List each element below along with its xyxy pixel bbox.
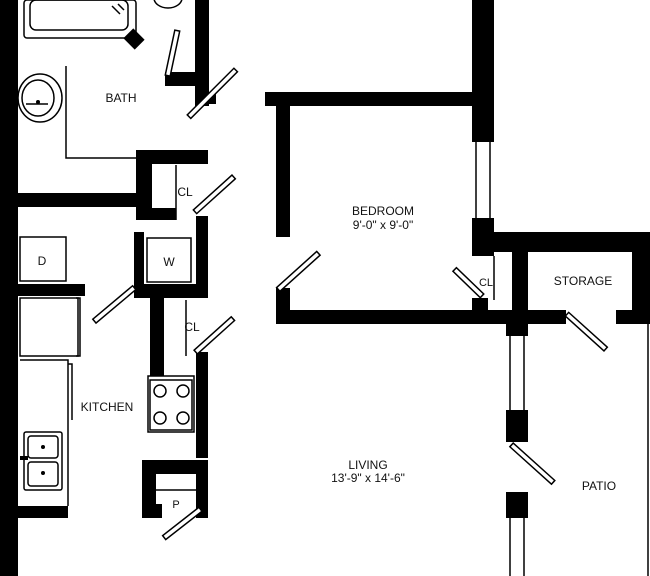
bath-sink bbox=[17, 73, 63, 123]
bedroom-area: BEDROOM 9'-0" x 9'-0" bbox=[265, 0, 494, 324]
bath-entry-door bbox=[186, 67, 239, 120]
bath-door bbox=[164, 29, 181, 78]
storage-area: CL STORAGE bbox=[451, 232, 650, 352]
exterior-walls bbox=[0, 0, 150, 576]
bath-area: BATH bbox=[17, 0, 239, 159]
storage-label: STORAGE bbox=[554, 274, 612, 288]
laundry: D W bbox=[19, 216, 208, 325]
living-size: 13'-9" x 14'-6" bbox=[331, 471, 405, 485]
kitchen-area: CL KITCHEN P bbox=[19, 296, 236, 541]
range bbox=[147, 375, 195, 433]
living-area: LIVING 13'-9" x 14'-6" PATIO bbox=[331, 318, 649, 576]
patio-label: PATIO bbox=[582, 479, 616, 493]
closet-bedroom-label: CL bbox=[479, 277, 493, 289]
bath-closet: CL bbox=[136, 150, 237, 220]
bathtub bbox=[23, 0, 137, 39]
toilet bbox=[153, 0, 183, 9]
kitchen-sink bbox=[20, 431, 63, 491]
dryer-label: D bbox=[38, 254, 47, 268]
refrigerator bbox=[19, 297, 79, 357]
closet-bath-label: CL bbox=[177, 185, 193, 199]
bedroom-label: BEDROOM bbox=[352, 204, 414, 218]
bedroom-size: 9'-0" x 9'-0" bbox=[353, 218, 413, 232]
washer bbox=[146, 237, 192, 283]
bath-label: BATH bbox=[105, 91, 136, 105]
kitchen-label: KITCHEN bbox=[81, 400, 134, 414]
pantry-label: P bbox=[172, 499, 179, 511]
washer-label: W bbox=[163, 255, 175, 269]
dryer bbox=[19, 236, 67, 282]
closet-kitchen-label: CL bbox=[184, 320, 200, 334]
living-label: LIVING bbox=[348, 458, 387, 472]
